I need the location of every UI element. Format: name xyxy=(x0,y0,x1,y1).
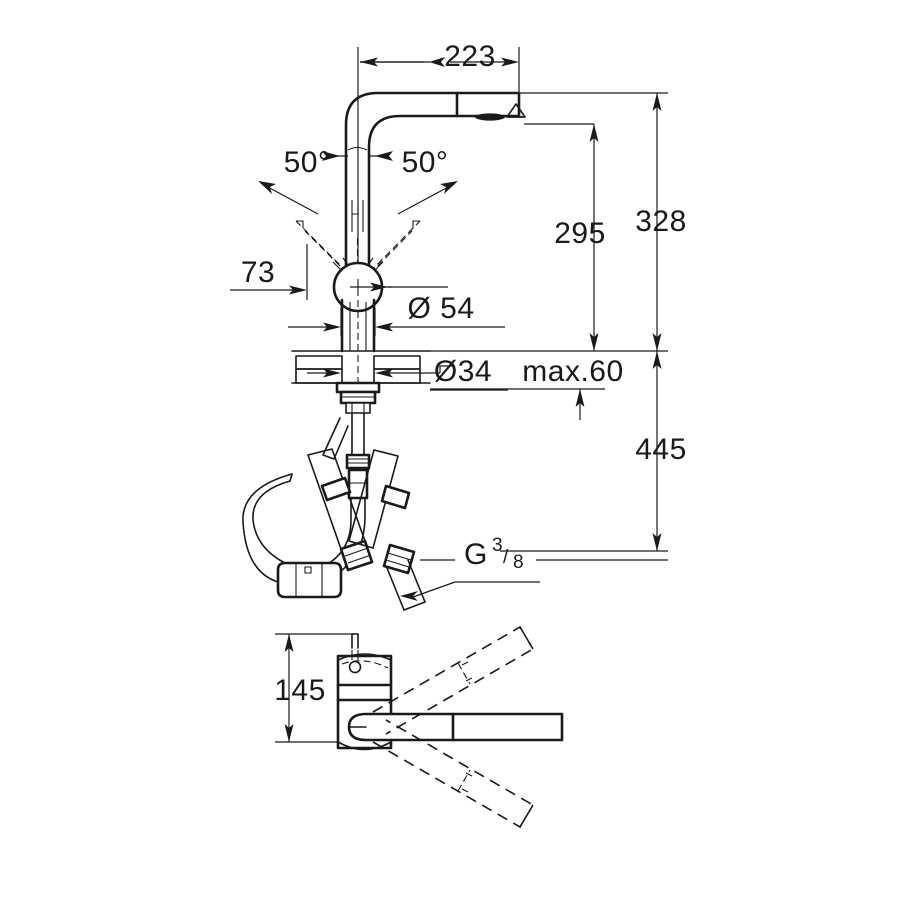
supply-hoses-assembly xyxy=(242,412,426,611)
dimension-dia-34 xyxy=(307,365,508,391)
leader-G38 xyxy=(400,559,668,601)
dim-label-dia-34: Ø34 xyxy=(434,355,492,388)
dim-label-angle-right: 50° xyxy=(402,146,449,179)
fraction-slash-icon: / xyxy=(503,547,509,568)
mounting-shank xyxy=(335,381,381,414)
dim-label-328: 328 xyxy=(635,205,687,238)
plan-spout-swivel-up xyxy=(372,625,535,735)
dim-label-445: 445 xyxy=(635,433,687,466)
dimension-73 xyxy=(230,244,308,300)
dimension-max60 xyxy=(575,389,585,420)
dimension-145 xyxy=(275,633,354,743)
view-elevation: 223 50° 50° 73 295 328 Ø 54 Ø34 max.60 4… xyxy=(230,40,687,611)
plan-spout-swivel-down xyxy=(372,719,535,829)
plan-spout-solid xyxy=(347,712,564,742)
dim-label-G38-letter: G xyxy=(464,538,488,571)
dim-label-223: 223 xyxy=(444,40,496,73)
dimension-223 xyxy=(360,57,519,67)
dimension-295 xyxy=(589,124,599,351)
dim-label-max-60: max.60 xyxy=(522,355,623,388)
dim-label-G38-numerator: 3 xyxy=(492,535,503,556)
hose-right xyxy=(348,449,426,611)
witness-lines xyxy=(357,47,668,552)
counterweight xyxy=(242,473,343,599)
dim-label-G38: G 3 / 8 xyxy=(464,535,524,573)
dimension-328 xyxy=(652,93,662,351)
worktop-section xyxy=(291,350,431,384)
dim-label-G38-denominator: 8 xyxy=(513,552,524,573)
dim-label-73: 73 xyxy=(241,256,275,289)
dim-label-dia-54: Ø 54 xyxy=(407,292,474,325)
spout-assembly xyxy=(344,91,526,294)
dimension-dia-54 xyxy=(288,308,505,336)
hose-left xyxy=(307,448,374,572)
dim-label-angle-left: 50° xyxy=(284,146,331,179)
view-plan: 145 xyxy=(274,625,564,829)
dim-label-145: 145 xyxy=(274,674,326,707)
dimension-445 xyxy=(652,351,662,551)
dim-label-295: 295 xyxy=(554,217,606,250)
